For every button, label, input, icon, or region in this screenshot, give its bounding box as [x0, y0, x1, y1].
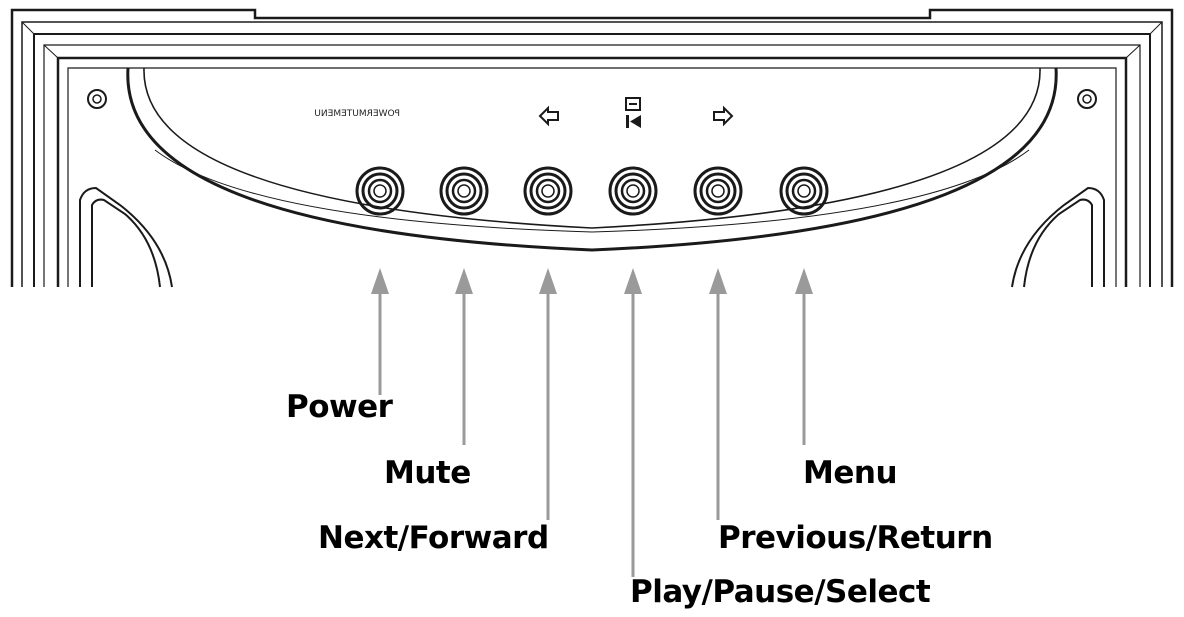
callout-arrow-previous	[709, 268, 727, 520]
screw-icon	[1077, 89, 1097, 109]
right-fin	[1011, 186, 1105, 288]
silkscreen-label: POWERMUTEMENU	[314, 109, 400, 119]
callout-label-play-pause-select: Play/Pause/Select	[630, 574, 931, 610]
callout-label-previous-return: Previous/Return	[718, 520, 993, 556]
control-panel-recess	[126, 67, 1058, 252]
left-arrow-icon	[538, 105, 559, 127]
callout-arrows	[371, 268, 813, 577]
play-pause-icon	[625, 97, 641, 128]
screw-icon	[87, 89, 107, 109]
button-previous[interactable]	[693, 166, 743, 216]
callout-arrow-mute	[455, 268, 473, 445]
button-menu[interactable]	[779, 166, 829, 216]
callout-label-mute: Mute	[384, 455, 471, 491]
right-arrow-icon	[713, 105, 734, 127]
callout-arrow-next	[539, 268, 557, 520]
callout-arrow-menu	[795, 268, 813, 445]
callout-arrow-power	[371, 268, 389, 395]
callout-label-menu: Menu	[803, 455, 898, 491]
button-next[interactable]	[523, 166, 573, 216]
button-power[interactable]	[355, 166, 405, 216]
callout-label-power: Power	[286, 389, 393, 425]
bezel-frame	[10, 8, 1174, 287]
callout-label-next-forward: Next/Forward	[318, 520, 549, 556]
callout-arrow-play	[624, 268, 642, 577]
left-fin	[79, 186, 173, 288]
button-play[interactable]	[608, 166, 658, 216]
button-mute[interactable]	[439, 166, 489, 216]
button-row	[355, 166, 829, 216]
